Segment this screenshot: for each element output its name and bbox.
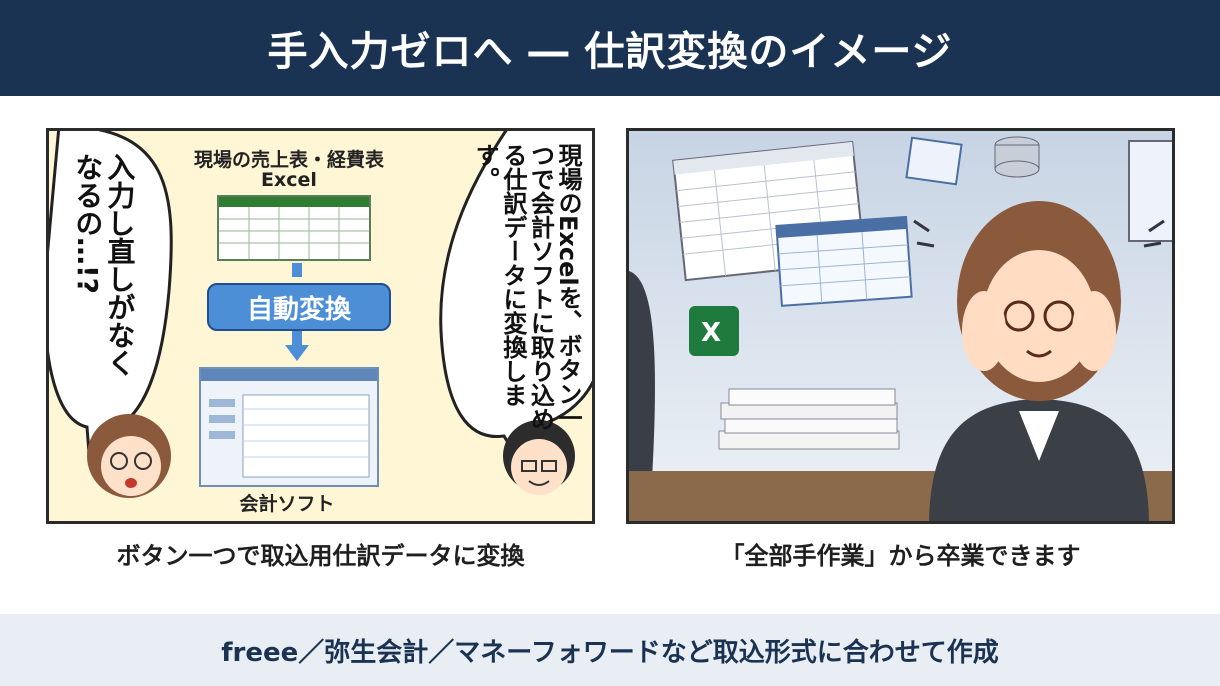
right-illustration-panel: X xyxy=(626,128,1175,524)
accounting-software-illustration xyxy=(199,367,379,487)
accounting-software-label: 会計ソフト xyxy=(239,493,335,515)
auto-convert-button: 自動変換 xyxy=(207,283,391,331)
speech-bubble-man: 現場のExcelを、ボタン一つで会計ソフトに取り込める仕訳データに変換します。 xyxy=(471,143,582,431)
speech-bubble-woman: 入力し直しがなくなるの…!? xyxy=(71,153,137,377)
page-header: 手入力ゼロへ ― 仕訳変換のイメージ xyxy=(0,0,1220,96)
arrow-down-icon xyxy=(285,345,309,361)
footer-banner: freee／弥生会計／マネーフォワードなど取込形式に合わせて作成 xyxy=(0,614,1220,686)
excel-source-label: 現場の売上表・経費表 xyxy=(193,149,384,171)
overwhelmed-worker-illustration: X xyxy=(629,131,1172,521)
caption-right: 「全部手作業」から卒業できます xyxy=(720,542,1081,570)
arrow-stem-top xyxy=(292,263,302,277)
left-panel-bg-art xyxy=(49,131,592,498)
left-illustration-panel: 入力し直しがなくなるの…!? 現場の売上表・経費表 Excel 自動変換 会計ソ… xyxy=(46,128,595,524)
arrow-stem-bottom xyxy=(292,331,302,347)
svg-text:X: X xyxy=(701,318,721,348)
caption-left: ボタン一つで取込用仕訳データに変換 xyxy=(116,542,525,570)
page-title: 手入力ゼロへ ― 仕訳変換のイメージ xyxy=(267,29,953,75)
excel-label: Excel xyxy=(261,169,317,191)
footer-text: freee／弥生会計／マネーフォワードなど取込形式に合わせて作成 xyxy=(221,637,999,668)
excel-sheet-illustration xyxy=(217,195,371,261)
